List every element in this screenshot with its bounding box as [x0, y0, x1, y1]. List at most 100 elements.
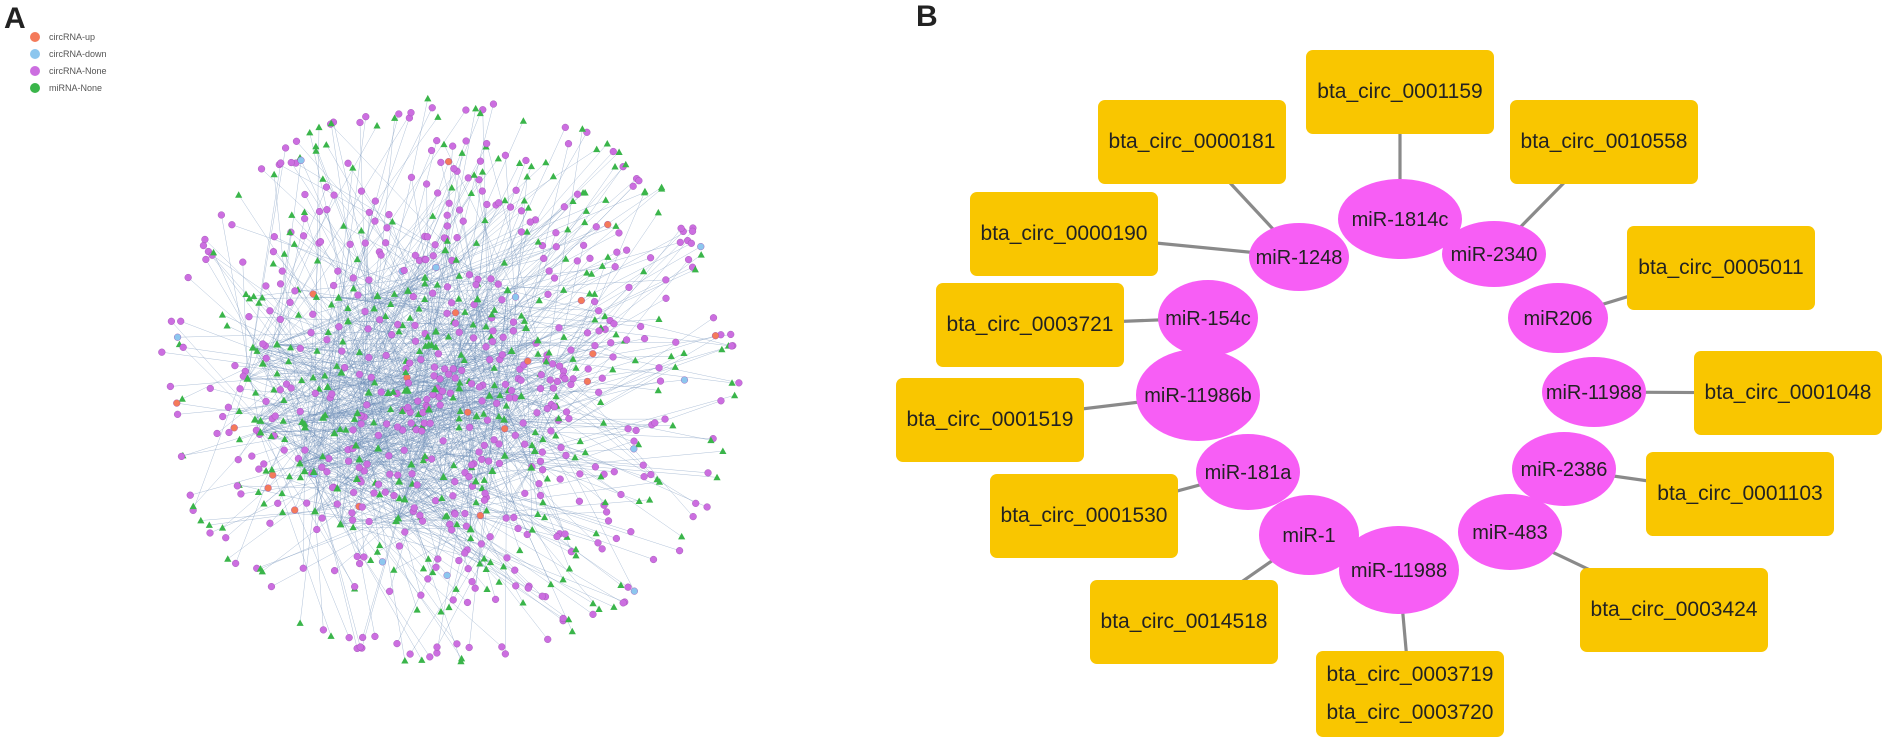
circrna-node: [538, 448, 546, 456]
circrna-node: [711, 332, 720, 340]
circrna-node: [278, 267, 286, 275]
mirna-node: [415, 305, 423, 312]
mirna-node: [322, 141, 330, 148]
circrna-node: [370, 489, 378, 497]
legend: circRNA-up circRNA-down circRNA-None miR…: [30, 28, 107, 96]
circrna-node: [443, 283, 452, 291]
circrna-node: [604, 517, 613, 525]
circrna-node: [426, 419, 434, 427]
mirna-node: [615, 148, 623, 155]
mirna-node: [235, 407, 243, 414]
circrna-node: [577, 296, 585, 305]
mirna-node: [482, 506, 491, 514]
circrna-node: bta_circ_0001519: [896, 378, 1084, 462]
mirna-hub-node: [336, 520, 345, 528]
network-a-edge: [316, 296, 478, 300]
network-a-edge: [411, 166, 624, 465]
network-a-edge: [443, 144, 539, 341]
network-a-edge: [470, 259, 689, 530]
circrna-node: [423, 233, 432, 241]
network-a-edge: [338, 297, 682, 537]
circrna-node: [567, 380, 575, 389]
mirna-node: [250, 292, 258, 300]
circrna-node: [462, 522, 470, 530]
circrna-node: [546, 376, 554, 384]
mirna-node: [560, 286, 568, 293]
mirna-hub-node: [300, 467, 309, 475]
circrna-node: [655, 364, 663, 372]
mirna-node: [349, 164, 357, 171]
mirna-node: miR-1: [1259, 495, 1359, 575]
circrna-node: [469, 334, 478, 342]
mirna-node: [528, 526, 536, 533]
mirna-node: [523, 172, 531, 180]
circrna-node: [423, 395, 431, 403]
circrna-node: [429, 289, 437, 297]
network-b-mirna-nodes: miR-1814cmiR-2340miR206miR-11988miR-2386…: [1136, 179, 1646, 614]
mirna-node: [539, 498, 547, 506]
circrna-node: [509, 327, 517, 335]
network-a-edge: [361, 518, 399, 649]
mirna-node: [482, 565, 490, 572]
mirna-node: [189, 502, 197, 510]
circrna-node: [493, 399, 501, 407]
circrna-node: [407, 419, 415, 427]
network-a-edge: [377, 117, 395, 296]
network-a-edge: [492, 334, 721, 471]
circrna-node: [292, 137, 301, 145]
mirna-node: [424, 333, 432, 340]
network-a-edge: [503, 143, 569, 420]
circrna-node: [319, 626, 327, 634]
mirna-hub-node: [319, 413, 328, 421]
circrna-node: [483, 416, 492, 424]
mirna-node: [278, 508, 287, 516]
circrna-node: [394, 320, 402, 329]
circrna-node: [509, 318, 518, 326]
network-a-edge: [334, 517, 399, 571]
legend-item-circrna-up: circRNA-up: [30, 28, 107, 45]
network-a-edge: [211, 255, 408, 390]
circrna-node: [584, 365, 592, 373]
network-a-edge: [445, 250, 570, 569]
mirna-node: [524, 204, 532, 211]
circrna-node: [443, 222, 451, 230]
circrna-node: [607, 339, 615, 347]
network-a-edge: [477, 298, 556, 436]
circrna-node: [334, 267, 342, 275]
mirna-node: [612, 330, 620, 338]
circrna-node: [386, 470, 394, 478]
mirna-hub-node: [439, 472, 448, 481]
mirna-node: [480, 555, 488, 562]
mirna-node: miR-181a: [1196, 434, 1300, 510]
mirna-node: [495, 412, 503, 420]
circrna-node: [330, 191, 338, 199]
circrna-node: [393, 640, 401, 648]
mirna-node: [280, 250, 288, 257]
circrna-node: [287, 384, 295, 392]
network-a-edge: [477, 242, 681, 300]
mirna-hub-node: [473, 295, 482, 303]
circrna-node: [612, 534, 620, 543]
circrna-node: [274, 499, 282, 507]
mirna-node: [534, 510, 542, 518]
network-a-edge: [237, 485, 338, 489]
mirna-node: [253, 347, 261, 354]
circrna-node: [495, 440, 503, 448]
circrna-node: [282, 380, 291, 388]
network-a-edge: [356, 404, 441, 479]
network-a-edge: [357, 409, 430, 557]
mirna-node: [527, 162, 536, 170]
circrna-node: [318, 463, 326, 471]
network-a-edge: [299, 463, 614, 608]
mirna-node: [535, 296, 543, 304]
mirna-node: [339, 338, 347, 345]
circrna-node: [536, 491, 545, 500]
circrna-node: [680, 376, 689, 384]
mirna-node: [590, 290, 599, 297]
circrna-node: [537, 371, 545, 379]
network-a-edge: [247, 346, 487, 379]
circrna-node: [521, 489, 529, 497]
circrna-node: [451, 478, 459, 486]
network-a-edge: [326, 209, 349, 322]
network-a-edge: [313, 244, 351, 472]
